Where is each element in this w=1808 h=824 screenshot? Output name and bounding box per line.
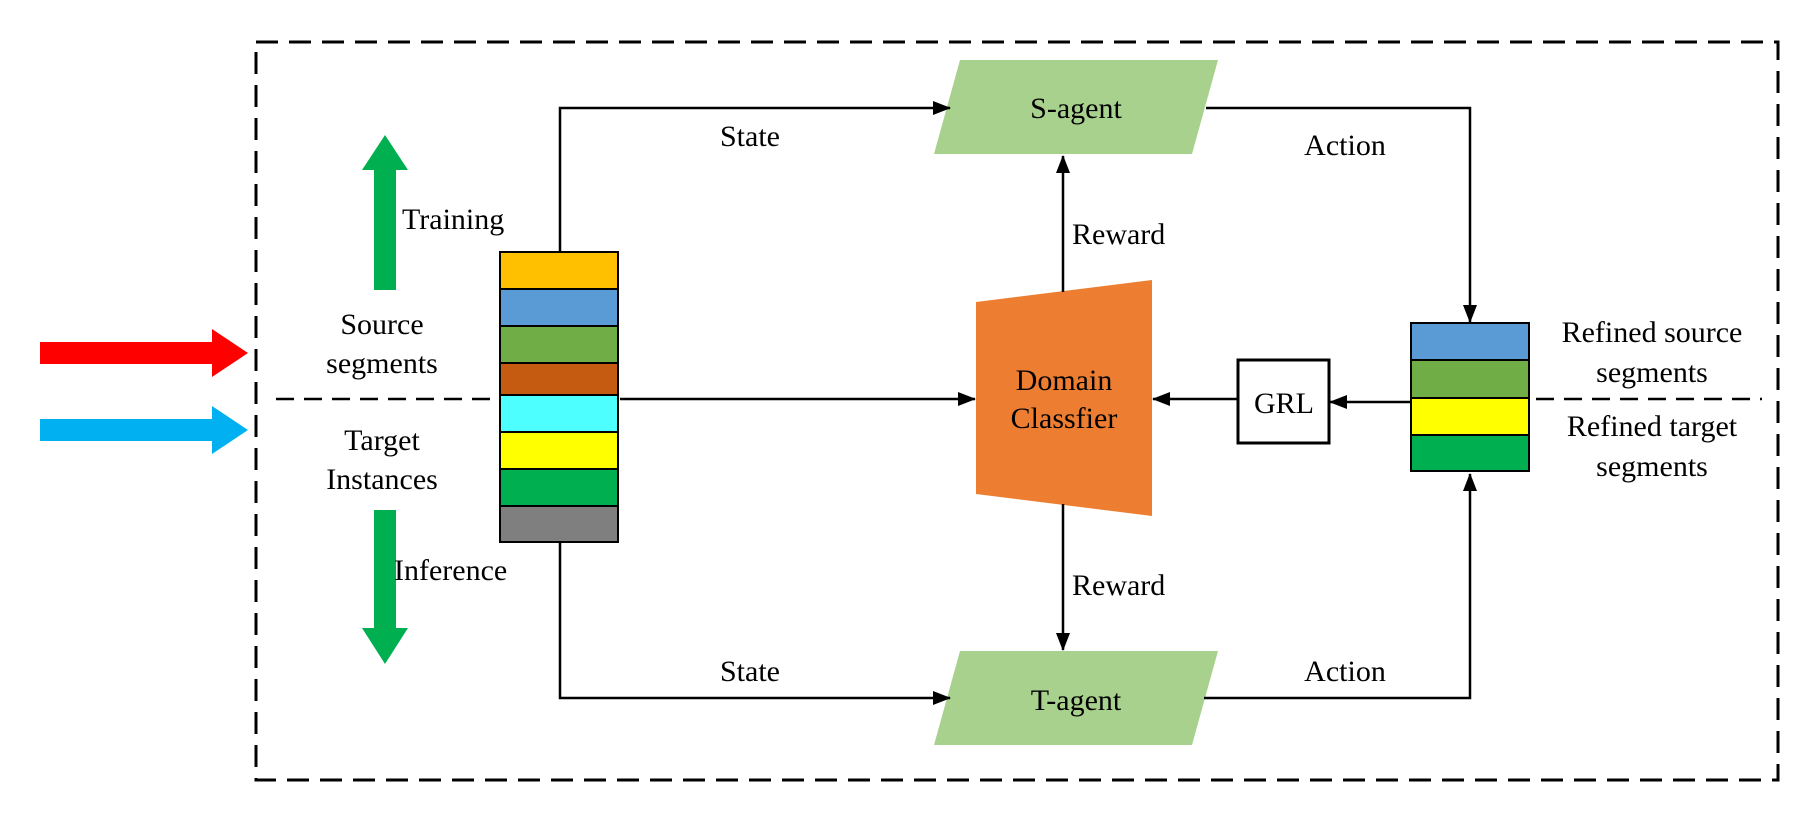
left-segment-block: [499, 468, 619, 507]
left-segment-block: [499, 288, 619, 327]
inference-arrow: [362, 510, 408, 664]
right-segment-block: [1410, 397, 1530, 436]
left-segment-block: [499, 505, 619, 543]
s-agent-node: [934, 60, 1218, 154]
refined-target-label-line1: Refined target: [1567, 410, 1738, 443]
s-agent-label: S-agent: [1030, 92, 1122, 125]
state-bottom-label: State: [720, 655, 780, 688]
refined-source-label-line1: Refined source: [1562, 316, 1743, 349]
state-top-connector: [558, 101, 951, 252]
left-segment-block: [499, 362, 619, 396]
target-instances-label-line1: Target: [344, 424, 420, 457]
right-segment-block: [1410, 359, 1530, 399]
grl-label: GRL: [1254, 387, 1314, 420]
right-segment-block: [1410, 434, 1530, 472]
right-segment-stack: [1410, 322, 1530, 472]
left-segment-block: [499, 325, 619, 364]
training-label: Training: [402, 203, 504, 236]
grl-node: [1236, 358, 1331, 445]
source-segments-label-line2: segments: [326, 347, 438, 380]
domain-classifier-label-line2: Classfier: [1011, 402, 1118, 435]
refined-target-label-line2: segments: [1596, 450, 1708, 483]
right-segment-block: [1410, 322, 1530, 361]
domain-classifier-node: [976, 280, 1152, 516]
source-segments-label-line1: Source: [340, 308, 423, 341]
reward-top-label: Reward: [1072, 218, 1165, 251]
state-top-label: State: [720, 120, 780, 153]
target-instances-label-line2: Instances: [326, 463, 438, 496]
left-segment-block: [499, 394, 619, 433]
t-agent-node: [934, 651, 1218, 745]
left-segment-block: [499, 431, 619, 470]
domain-classifier-label-line1: Domain: [1016, 364, 1113, 397]
left-segment-stack: [499, 251, 619, 543]
t-agent-label: T-agent: [1031, 684, 1122, 717]
state-bottom-connector: [558, 543, 951, 705]
reward-bottom-label: Reward: [1072, 569, 1165, 602]
source-input-arrow: [40, 329, 248, 377]
left-segment-block: [499, 251, 619, 290]
outer-dashed-frame: [254, 40, 1780, 782]
refined-source-label-line2: segments: [1596, 356, 1708, 389]
action-top-label: Action: [1304, 129, 1386, 162]
action-bottom-label: Action: [1304, 655, 1386, 688]
action-bottom-connector: [1204, 473, 1477, 700]
training-arrow: [362, 135, 408, 290]
inference-label: Inference: [394, 554, 507, 587]
target-input-arrow: [40, 406, 248, 454]
action-top-connector: [1206, 106, 1477, 323]
